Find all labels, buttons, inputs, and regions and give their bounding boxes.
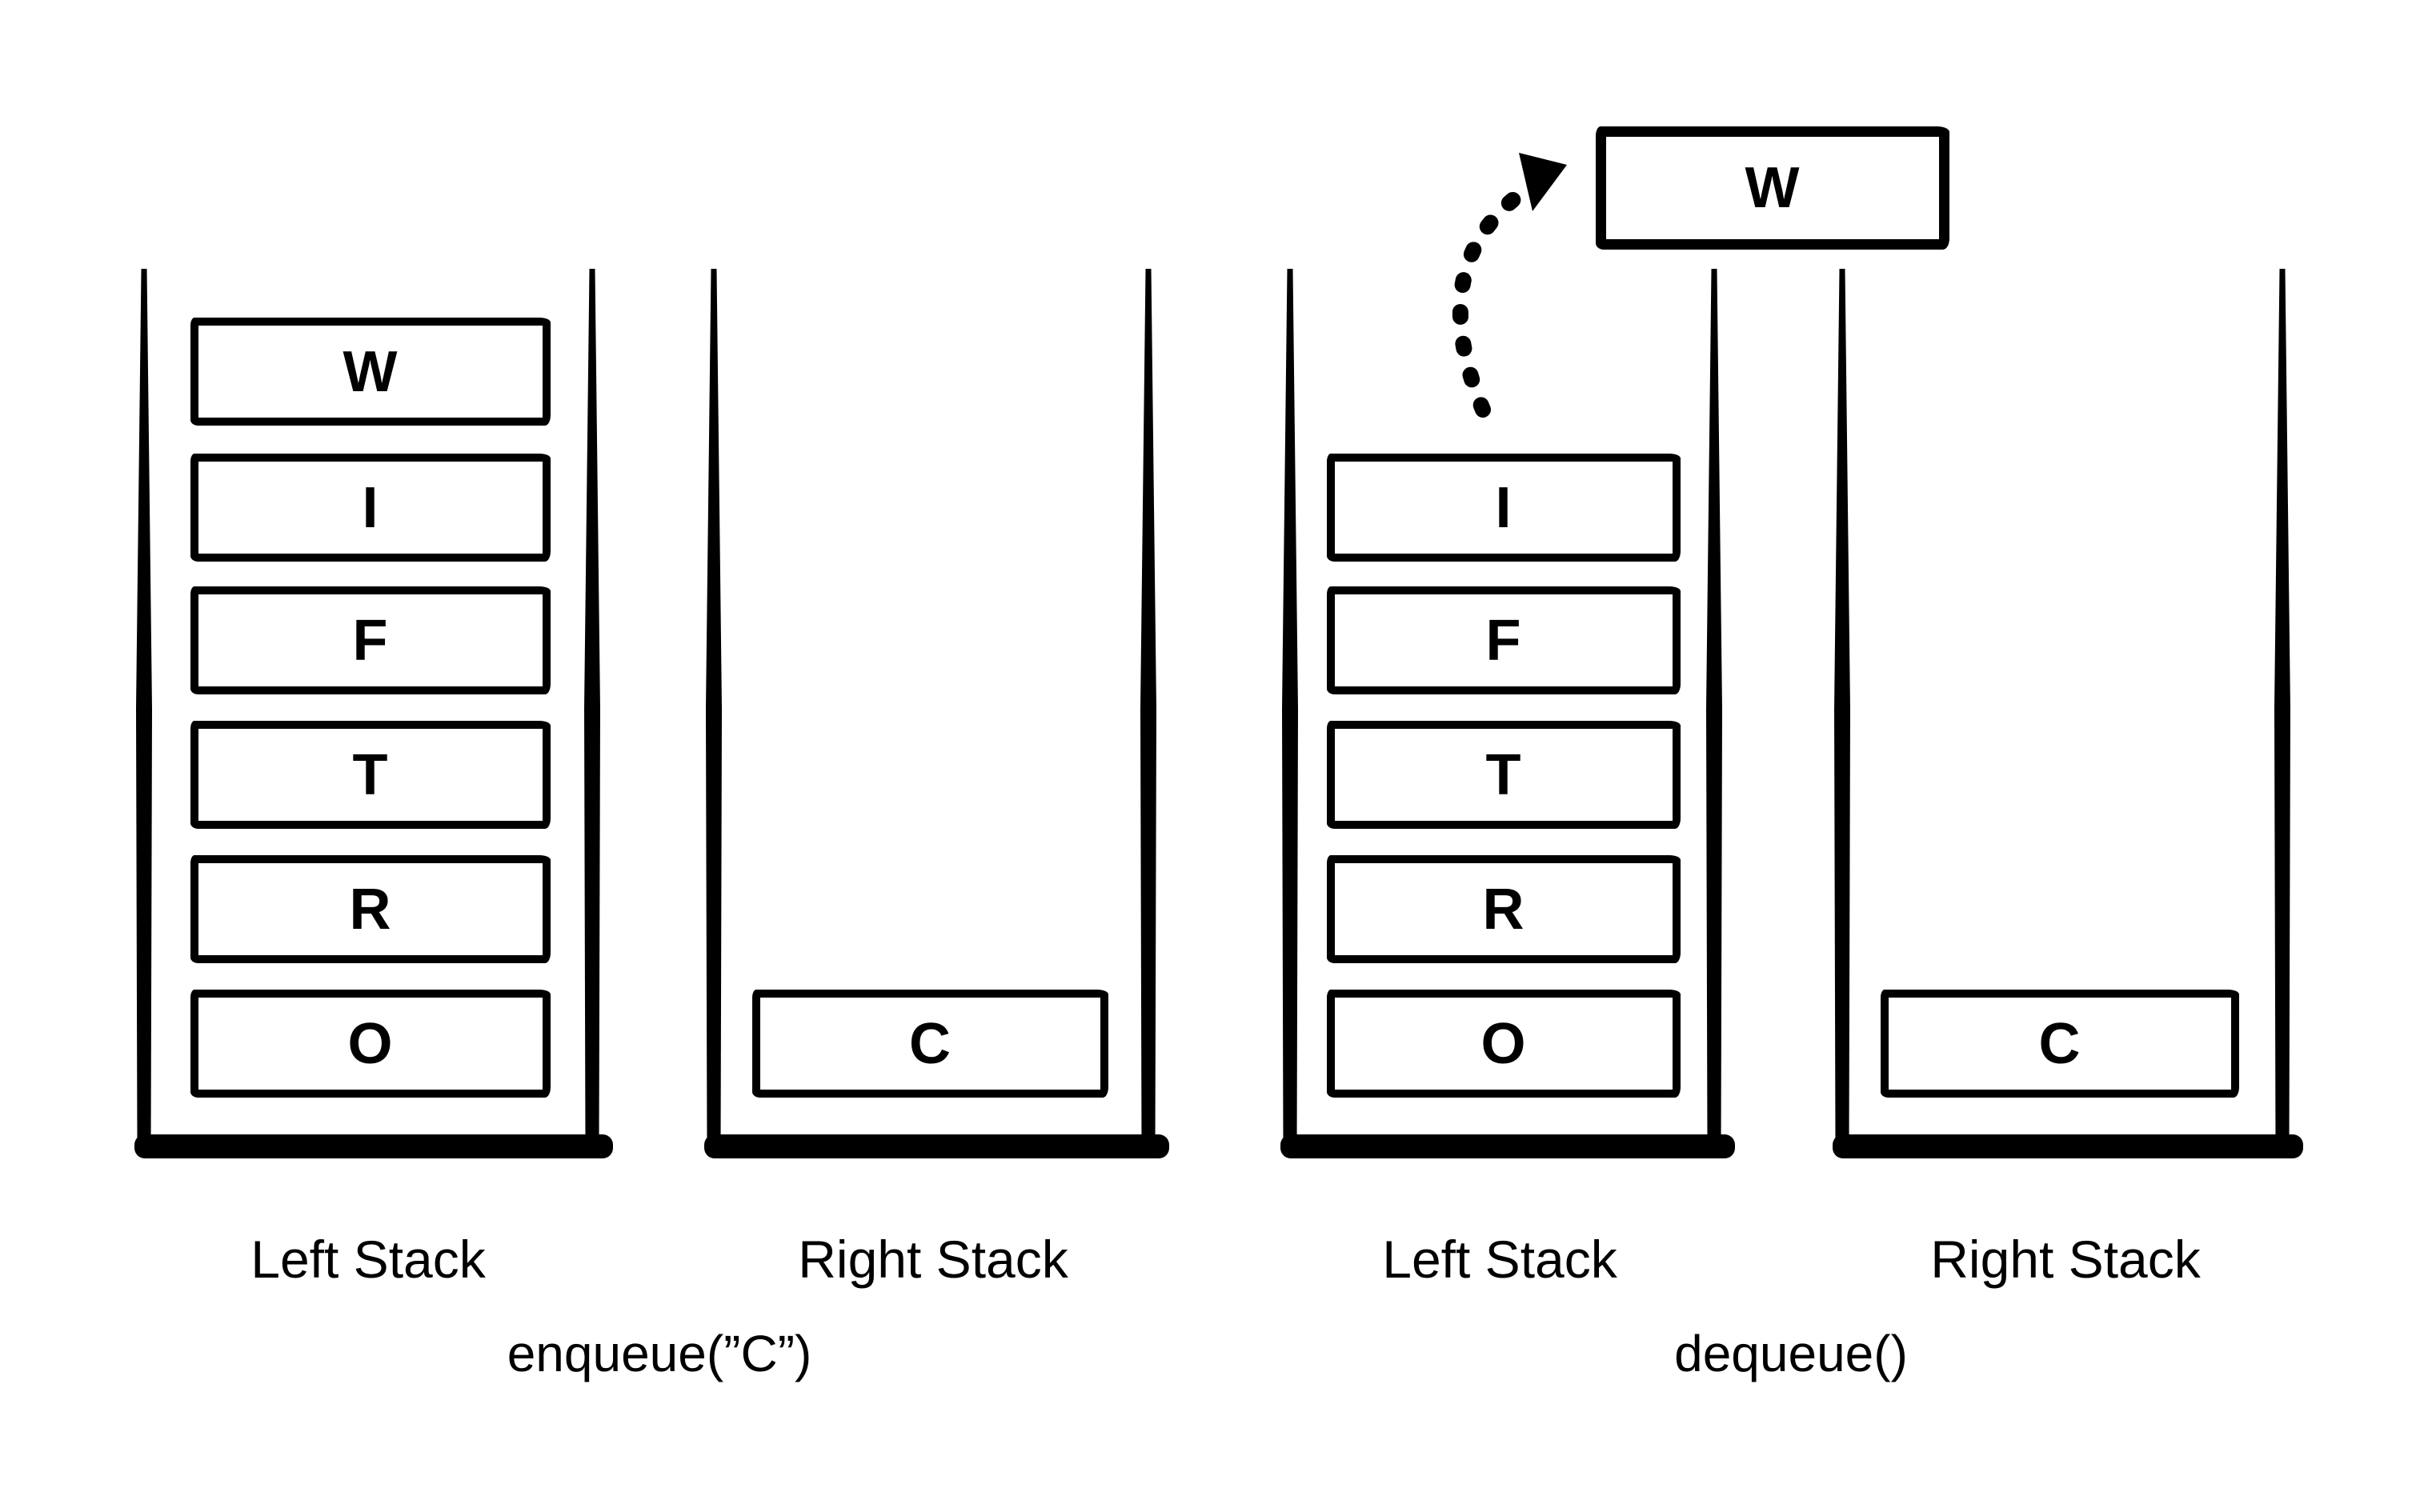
panel2-caption: dequeue() — [1674, 1325, 1908, 1382]
panel1-left-stack-label: Left Stack — [250, 1230, 486, 1289]
stack-item-letter: F — [1485, 608, 1522, 673]
container-bottom — [1833, 1134, 2303, 1158]
panel1-right-stack-label: Right Stack — [798, 1230, 1068, 1289]
panel2-right-stack-container — [1833, 269, 2303, 1158]
stack-item-letter: O — [347, 1011, 394, 1076]
stack-item-box-t: T — [1327, 721, 1681, 829]
panel1-left-stack-container — [134, 269, 613, 1158]
stack-item-box-c: C — [752, 990, 1108, 1098]
container-wall — [1706, 269, 1722, 1149]
container-wall — [1140, 269, 1156, 1149]
popped-item-box: W — [1596, 126, 1949, 250]
panel2-left-stack-container — [1280, 269, 1735, 1158]
stack-item-box-f: F — [1327, 586, 1681, 694]
stack-item-letter: I — [1495, 475, 1512, 540]
stack-item-box-o: O — [1327, 990, 1681, 1098]
container-wall — [1834, 269, 1850, 1149]
container-wall — [706, 269, 722, 1149]
stack-item-box-t: T — [190, 721, 551, 829]
stack-item-box-f: F — [190, 586, 551, 694]
pop-arrow-head — [1519, 153, 1567, 211]
stack-item-box-r: R — [1327, 855, 1681, 963]
panel2-left-stack-label: Left Stack — [1382, 1230, 1617, 1289]
container-bottom — [704, 1134, 1169, 1158]
stack-item-box-c: C — [1881, 990, 2239, 1098]
popped-item-letter: W — [1745, 156, 1801, 220]
panel1-right-stack-container — [704, 269, 1169, 1158]
pop-arrow-icon — [1452, 153, 1567, 418]
panel2-right-stack-label: Right Stack — [1930, 1230, 2201, 1289]
panel1-caption: enqueue(”C”) — [507, 1325, 812, 1382]
stack-item-letter: T — [352, 742, 389, 807]
container-bottom — [1280, 1134, 1735, 1158]
stack-item-box-i: I — [190, 454, 551, 562]
container-wall — [584, 269, 600, 1149]
container-wall — [1282, 269, 1298, 1149]
stack-item-letter: C — [2038, 1011, 2081, 1076]
stack-item-letter: I — [362, 475, 379, 540]
stack-item-letter: R — [349, 877, 392, 942]
pop-arrow-curve — [1452, 184, 1531, 418]
stack-item-letter: C — [909, 1011, 952, 1076]
stack-item-letter: W — [343, 339, 399, 404]
container-wall — [136, 269, 152, 1149]
stack-item-box-r: R — [190, 855, 551, 963]
container-bottom — [134, 1134, 613, 1158]
container-wall — [2274, 269, 2290, 1149]
stack-item-letter: O — [1480, 1011, 1527, 1076]
stack-item-box-o: O — [190, 990, 551, 1098]
stack-item-letter: T — [1485, 742, 1522, 807]
stack-item-box-w: W — [190, 318, 551, 426]
stack-item-box-i: I — [1327, 454, 1681, 562]
stack-item-letter: R — [1482, 877, 1525, 942]
stack-item-letter: F — [352, 608, 389, 673]
